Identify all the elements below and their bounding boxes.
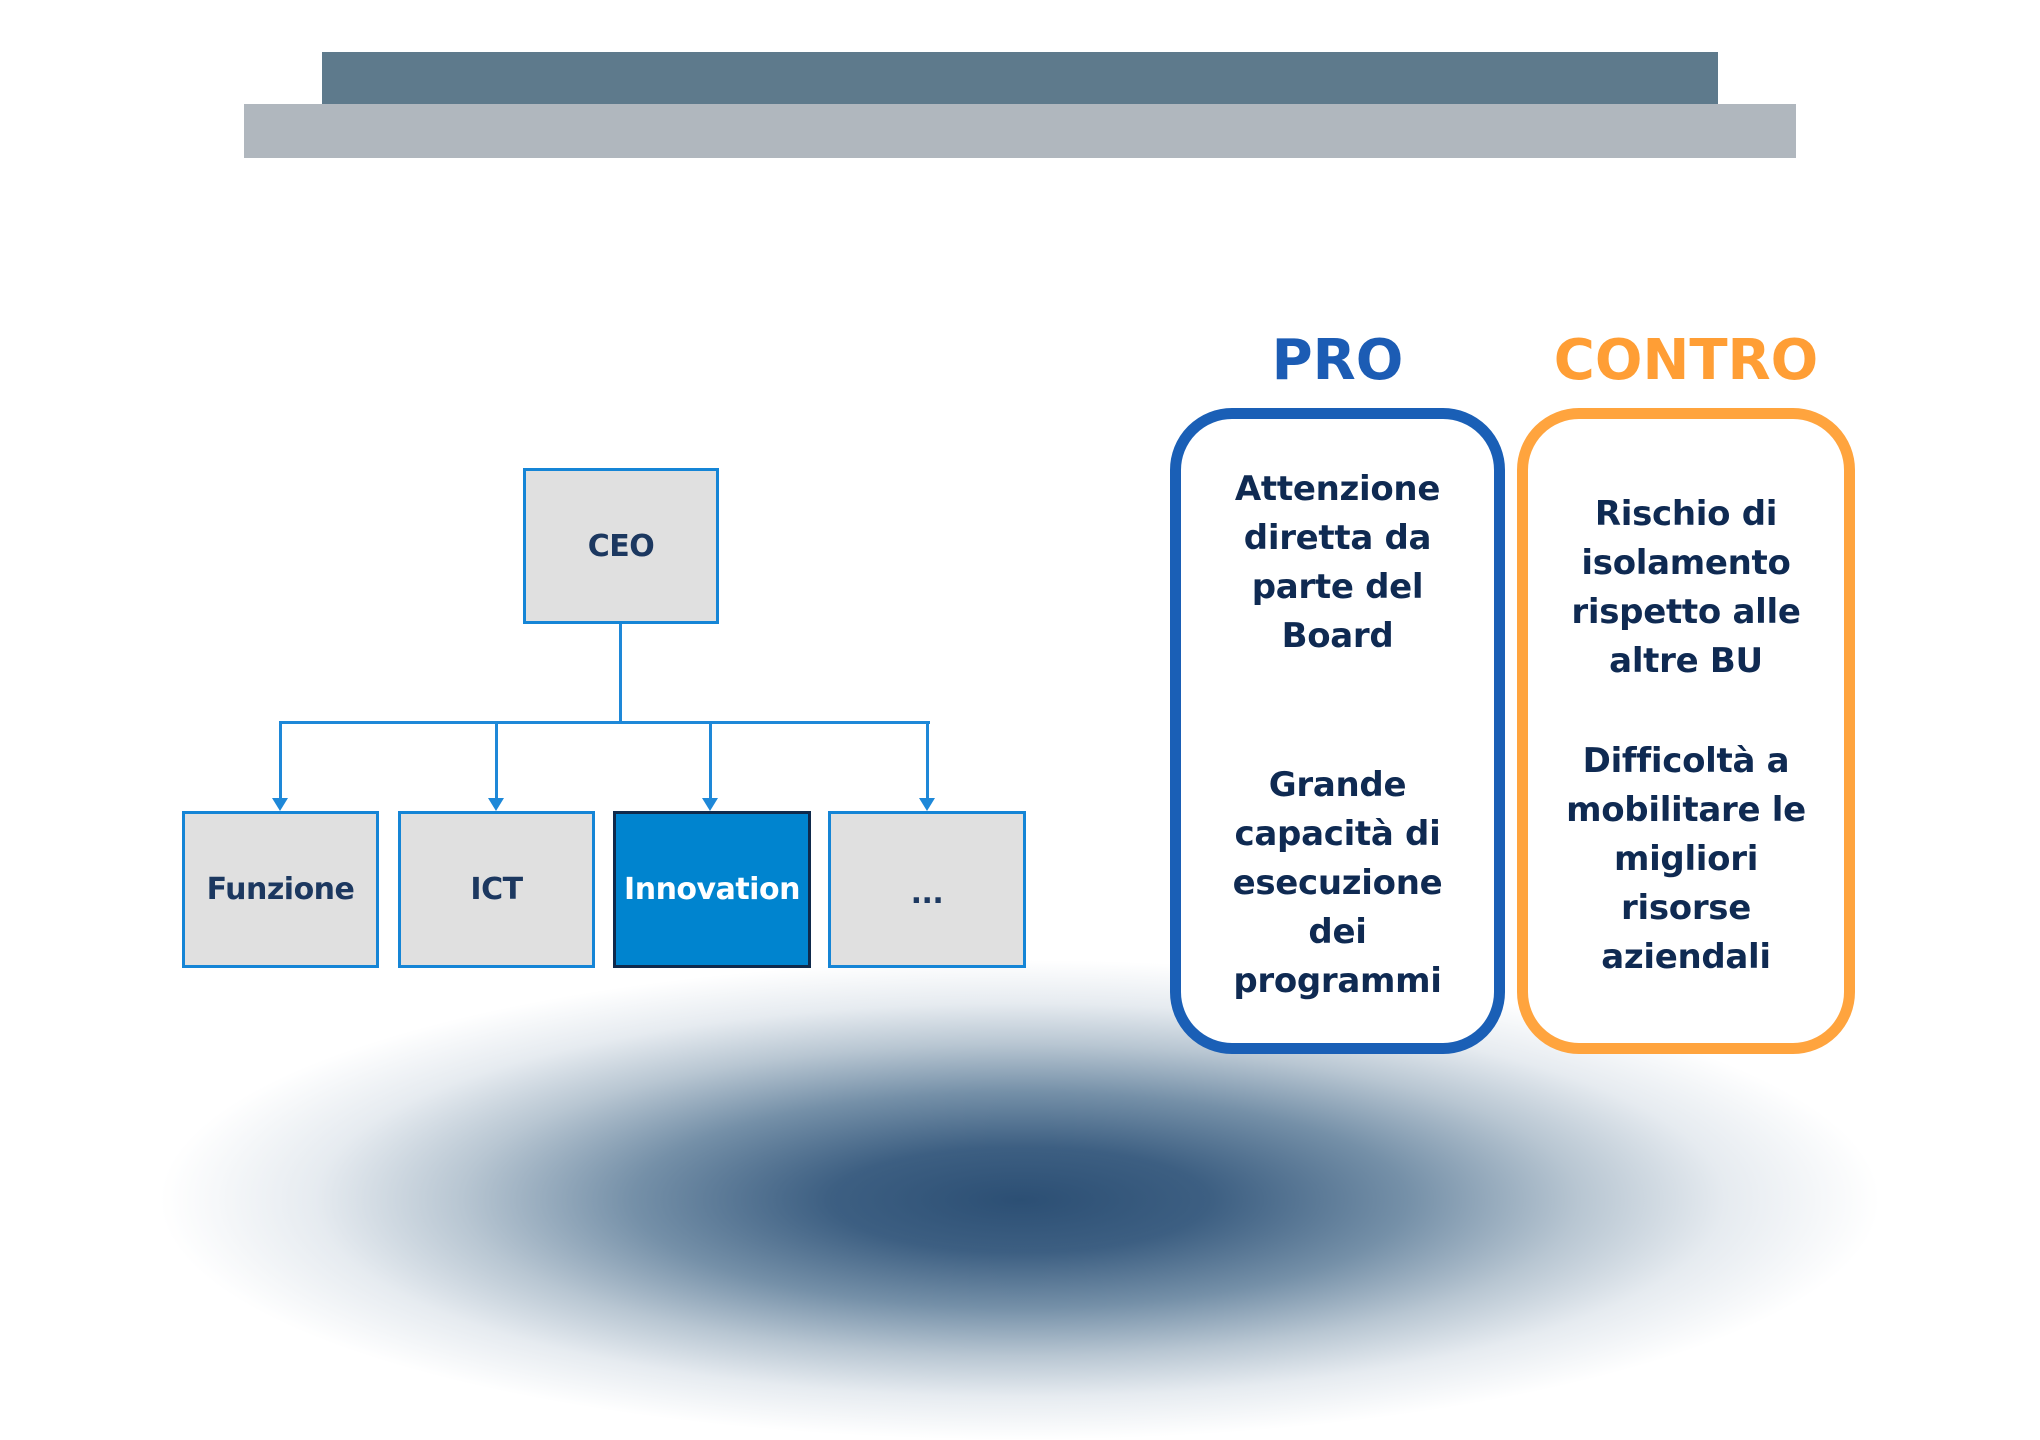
arrow-down-icon (919, 798, 935, 811)
text-line: dei (1308, 912, 1367, 952)
text-line: aziendali (1601, 937, 1771, 977)
pro-box (1170, 408, 1505, 1054)
org-box-label: ... (910, 876, 944, 911)
connector-funzione (279, 722, 282, 800)
org-box-innovation: Innovation (613, 811, 811, 968)
arrow-down-icon (488, 798, 504, 811)
text-line: parte del (1251, 567, 1424, 607)
text-line: Board (1281, 616, 1394, 656)
org-box-ict: ICT (398, 811, 595, 968)
pro-title: PRO (1271, 328, 1404, 393)
contro-item-2: Difficoltà a mobilitare le migliori riso… (1527, 737, 1845, 982)
text-line: risorse (1621, 888, 1751, 928)
org-box-funzione: Funzione (182, 811, 379, 968)
contro-box (1517, 408, 1855, 1054)
org-box-ceo: CEO (523, 468, 719, 624)
connector-more (926, 722, 929, 800)
text-line: migliori (1613, 839, 1759, 879)
arrow-down-icon (702, 798, 718, 811)
connector-root-vertical (619, 624, 622, 723)
text-line: esecuzione (1232, 863, 1443, 903)
header-bar-top (322, 52, 1718, 104)
pro-item-1: Attenzione diretta da parte del Board (1180, 465, 1495, 661)
org-box-label: Funzione (206, 872, 355, 907)
connector-ict (495, 722, 498, 800)
text-line: altre BU (1609, 641, 1763, 681)
text-line: rispetto alle (1571, 592, 1801, 632)
arrow-down-icon (272, 798, 288, 811)
connector-horizontal (279, 721, 930, 724)
org-box-label: ICT (470, 872, 523, 907)
text-line: diretta da (1243, 518, 1432, 558)
text-line: programmi (1233, 961, 1442, 1001)
contro-title: CONTRO (1553, 328, 1819, 393)
org-box-label: Innovation (624, 872, 800, 907)
header-bar-bottom (244, 104, 1796, 158)
text-line: capacità di (1234, 814, 1441, 854)
text-line: isolamento (1581, 543, 1791, 583)
text-line: mobilitare le (1566, 790, 1806, 830)
connector-innovation (709, 722, 712, 800)
text-line: Difficoltà a (1582, 741, 1790, 781)
contro-item-1: Rischio di isolamento rispetto alle altr… (1527, 490, 1845, 686)
text-line: Grande (1268, 765, 1407, 805)
pro-item-2: Grande capacità di esecuzione dei progra… (1180, 761, 1495, 1006)
org-box-more: ... (828, 811, 1026, 968)
text-line: Rischio di (1594, 494, 1778, 534)
text-line: Attenzione (1234, 469, 1441, 509)
org-box-label: CEO (587, 528, 655, 564)
